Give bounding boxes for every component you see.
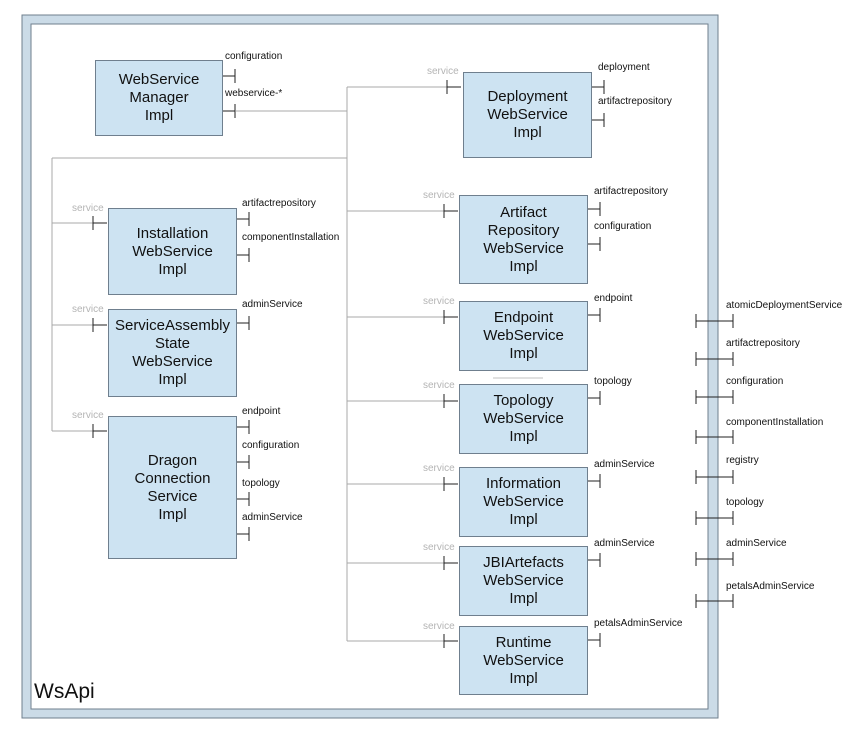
ref-label-artifactrepository: artifactrepository xyxy=(242,198,316,209)
service-label: service xyxy=(423,190,455,201)
deployment-webservice-impl[interactable]: Deployment WebService Impl xyxy=(463,72,592,158)
ref-label-configuration: configuration xyxy=(242,440,300,451)
dragon-connection-service-impl[interactable]: Dragon Connection Service Impl xyxy=(108,416,237,559)
installation-title: Installation WebService Impl xyxy=(132,224,213,278)
ref-label-adminservice: adminService xyxy=(242,299,303,310)
ref-label-artifactrepository: artifactrepository xyxy=(598,96,672,107)
information-title: Information WebService Impl xyxy=(483,475,564,528)
endpoint-webservice-impl[interactable]: Endpoint WebService Impl xyxy=(459,301,588,371)
container-title: WsApi xyxy=(34,680,95,703)
external-ref-petalsadminservice: petalsAdminService xyxy=(726,581,815,592)
external-ref-atomicdeploymentservice: atomicDeploymentService xyxy=(726,300,843,311)
webservice-manager-title: WebService Manager Impl xyxy=(118,71,200,124)
jbi-artefacts-webservice-impl[interactable]: JBIArtefacts WebService Impl xyxy=(459,546,588,616)
service-label: service xyxy=(72,304,104,315)
ref-label-topology: topology xyxy=(594,376,632,387)
ref-label-endpoint: endpoint xyxy=(242,406,281,417)
service-label: service xyxy=(423,380,455,391)
external-ref-configuration: configuration xyxy=(726,376,784,387)
service-label: service xyxy=(423,463,455,474)
ref-label-webservice-wildcard: webservice-* xyxy=(225,88,283,99)
ref-label-deployment: deployment xyxy=(598,62,650,73)
service-assembly-title: ServiceAssembly State WebService Impl xyxy=(114,317,231,388)
deployment-title: Deployment WebService Impl xyxy=(487,88,568,141)
ref-label-artifactrepository: artifactrepository xyxy=(594,186,668,197)
webservice-manager-impl[interactable]: WebService Manager Impl xyxy=(95,60,223,136)
ref-label-endpoint: endpoint xyxy=(594,293,633,304)
installation-webservice-impl[interactable]: Installation WebService Impl xyxy=(108,208,237,295)
service-label: service xyxy=(72,410,104,421)
external-ref-componentinstallation: componentInstallation xyxy=(726,417,824,428)
ref-label-configuration: configuration xyxy=(594,221,652,232)
topology-title: Topology WebService Impl xyxy=(483,392,564,445)
artifact-repository-title: Artifact Repository WebService Impl xyxy=(483,203,564,275)
service-assembly-state-webservice-impl[interactable]: ServiceAssembly State WebService Impl xyxy=(108,309,237,397)
service-label: service xyxy=(423,542,455,553)
ref-label-topology: topology xyxy=(242,478,280,489)
ref-label-petalsadminservice: petalsAdminService xyxy=(594,618,683,629)
external-ref-topology: topology xyxy=(726,497,764,508)
endpoint-title: Endpoint WebService Impl xyxy=(483,309,564,362)
runtime-webservice-impl[interactable]: Runtime WebService Impl xyxy=(459,626,588,695)
information-webservice-impl[interactable]: Information WebService Impl xyxy=(459,467,588,537)
ref-label-adminservice: adminService xyxy=(594,459,655,470)
service-label: service xyxy=(72,203,104,214)
service-label: service xyxy=(423,621,455,632)
runtime-title: Runtime WebService Impl xyxy=(483,633,564,687)
topology-webservice-impl[interactable]: Topology WebService Impl xyxy=(459,384,588,454)
service-label: service xyxy=(423,296,455,307)
artifact-repository-webservice-impl[interactable]: Artifact Repository WebService Impl xyxy=(459,195,588,284)
ref-label-componentinstallation: componentInstallation xyxy=(242,232,340,243)
jbi-artefacts-title: JBIArtefacts WebService Impl xyxy=(483,554,564,607)
external-ref-artifactrepository: artifactrepository xyxy=(726,338,800,349)
dragon-title: Dragon Connection Service Impl xyxy=(134,451,211,523)
ref-label-configuration: configuration xyxy=(225,51,283,62)
ref-label-adminservice: adminService xyxy=(594,538,655,549)
service-label: service xyxy=(427,66,459,77)
external-ref-adminservice: adminService xyxy=(726,538,787,549)
ref-label-adminservice: adminService xyxy=(242,512,303,523)
external-ref-registry: registry xyxy=(726,455,759,466)
